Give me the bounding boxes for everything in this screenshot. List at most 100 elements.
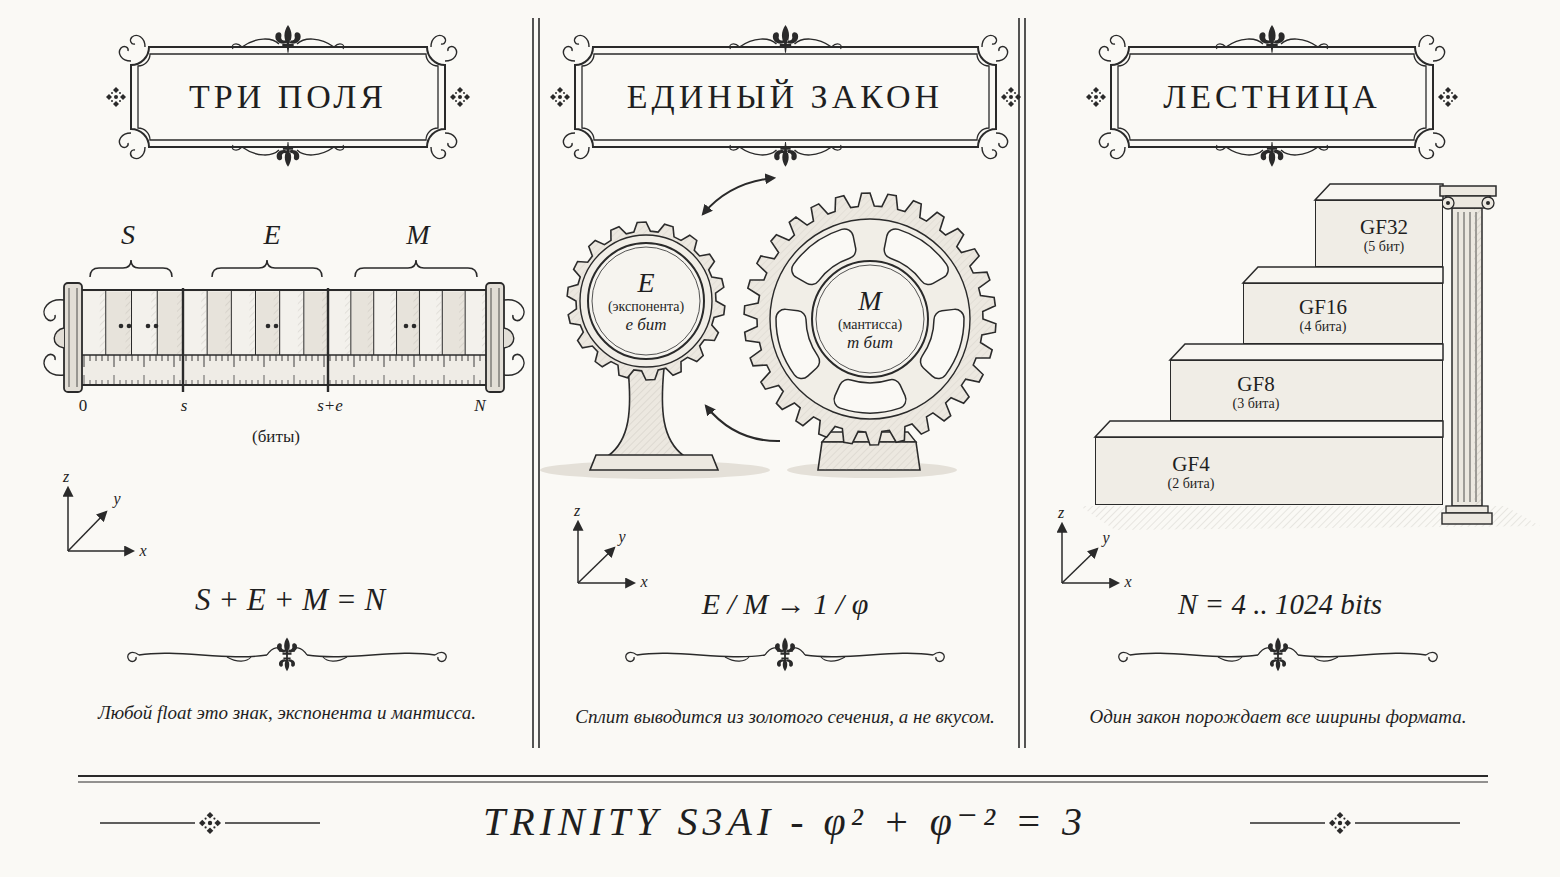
end-cap-ridge [499,288,500,387]
ornament-dot [463,100,465,102]
ruler-tick [156,380,157,385]
scroll [729,44,739,49]
ornament-dot [1099,100,1101,102]
fleur-de-lis [1261,142,1284,167]
column-abacus [1440,186,1496,196]
scroll [431,147,445,159]
stair-tread [1315,184,1443,200]
bit-cell [133,292,157,354]
ruler-tick [120,380,121,385]
column-flute [1470,212,1471,502]
formula: N = 4 .. 1024 bits [1178,589,1382,621]
ruler-tick [234,375,235,385]
ruler-tick [102,355,103,361]
ornament-diamond [557,101,563,107]
ornament-diamond [450,94,456,100]
field-letter: S [121,220,135,251]
ruler-tick [240,355,241,361]
ruler-tick [378,355,379,361]
bit-cell [184,292,206,354]
axis-line [67,488,69,551]
text-group: ТРИ ПОЛЯ [189,77,387,116]
ruler-tick [132,355,133,361]
ornament-dot [205,818,207,820]
ellipsis-dot [119,324,124,329]
column-plinth [1442,513,1492,524]
fleur-de-lis [277,142,300,167]
cross-ornament [106,87,126,107]
ground-shadow [1080,506,1540,530]
ruler-tick [234,355,235,367]
axis-label: y [1102,529,1109,547]
scroll [563,47,575,61]
ruler-tick [474,375,475,385]
ornament-diamond [1015,94,1021,100]
ruler-tick [384,355,385,367]
axis-line [68,512,106,551]
ornament-diamond [1438,94,1444,100]
ruler-tick [300,355,301,361]
format-name: GF4 [1168,452,1215,476]
ruler-tick [246,355,247,361]
ruler-tick [294,355,295,367]
fleur-de-lis [279,654,295,671]
bit-cell-divider [350,291,351,355]
flourish [1119,638,1438,672]
ornament-diamond [557,87,563,93]
ornament-diamond [120,94,126,100]
ornament-diamond [1086,94,1092,100]
stand-base [590,455,718,470]
ruler-tick [414,375,415,385]
flourish-curl [1314,657,1338,661]
ruler-tick [378,380,379,385]
ruler-tick [144,355,145,367]
ruler-tick [276,355,277,361]
bit-cell [398,292,419,354]
scroll [1099,47,1111,61]
flourish-curl [1218,657,1242,661]
gear-bits: m бит [838,333,902,353]
stair-step: GF32(5 бит) [1315,200,1443,267]
scroll [1099,133,1111,147]
ornament-diamond [1008,101,1014,107]
axis-label: y [113,490,120,508]
axis-label: y [618,528,625,546]
end-cap-ridge [69,288,70,387]
flourish-line [139,653,267,656]
bit-cell [352,292,373,354]
scroll [831,145,841,150]
title-cartouche: ЛЕСТНИЦА [1118,54,1426,140]
ruler-tick [222,355,223,361]
ornament-diamond [113,87,119,93]
flourish-curl [1119,652,1130,661]
scroll [574,35,588,47]
ruler-tick [294,375,295,385]
ruler-tick [228,380,229,385]
scroll [431,35,445,47]
cross-ornament [1086,87,1106,107]
bottom-rule [78,782,1488,783]
ruler-tick [114,355,115,367]
ruler-tick [402,355,403,361]
bit-cell-divider [131,291,132,355]
ornament-dot [1099,92,1101,94]
ornament-dot [1338,821,1342,825]
ornament-dot [213,826,215,828]
flourish-curl [435,652,446,661]
ornament-dot [1091,92,1093,94]
ornament-dot [1451,100,1453,102]
ruler-tick [264,375,265,385]
rotation-arrow [703,178,774,214]
ruler-tick [396,380,397,385]
ruler-tick [84,355,85,367]
ruler-tick [360,380,361,385]
column-flute [1458,212,1459,502]
scroll [831,44,841,49]
scroll [982,35,996,47]
ornament-dot [455,92,457,94]
ruler-tick [324,355,325,367]
axis-label: z [63,468,69,486]
bit-cell [208,292,230,354]
scroll [1111,147,1125,159]
